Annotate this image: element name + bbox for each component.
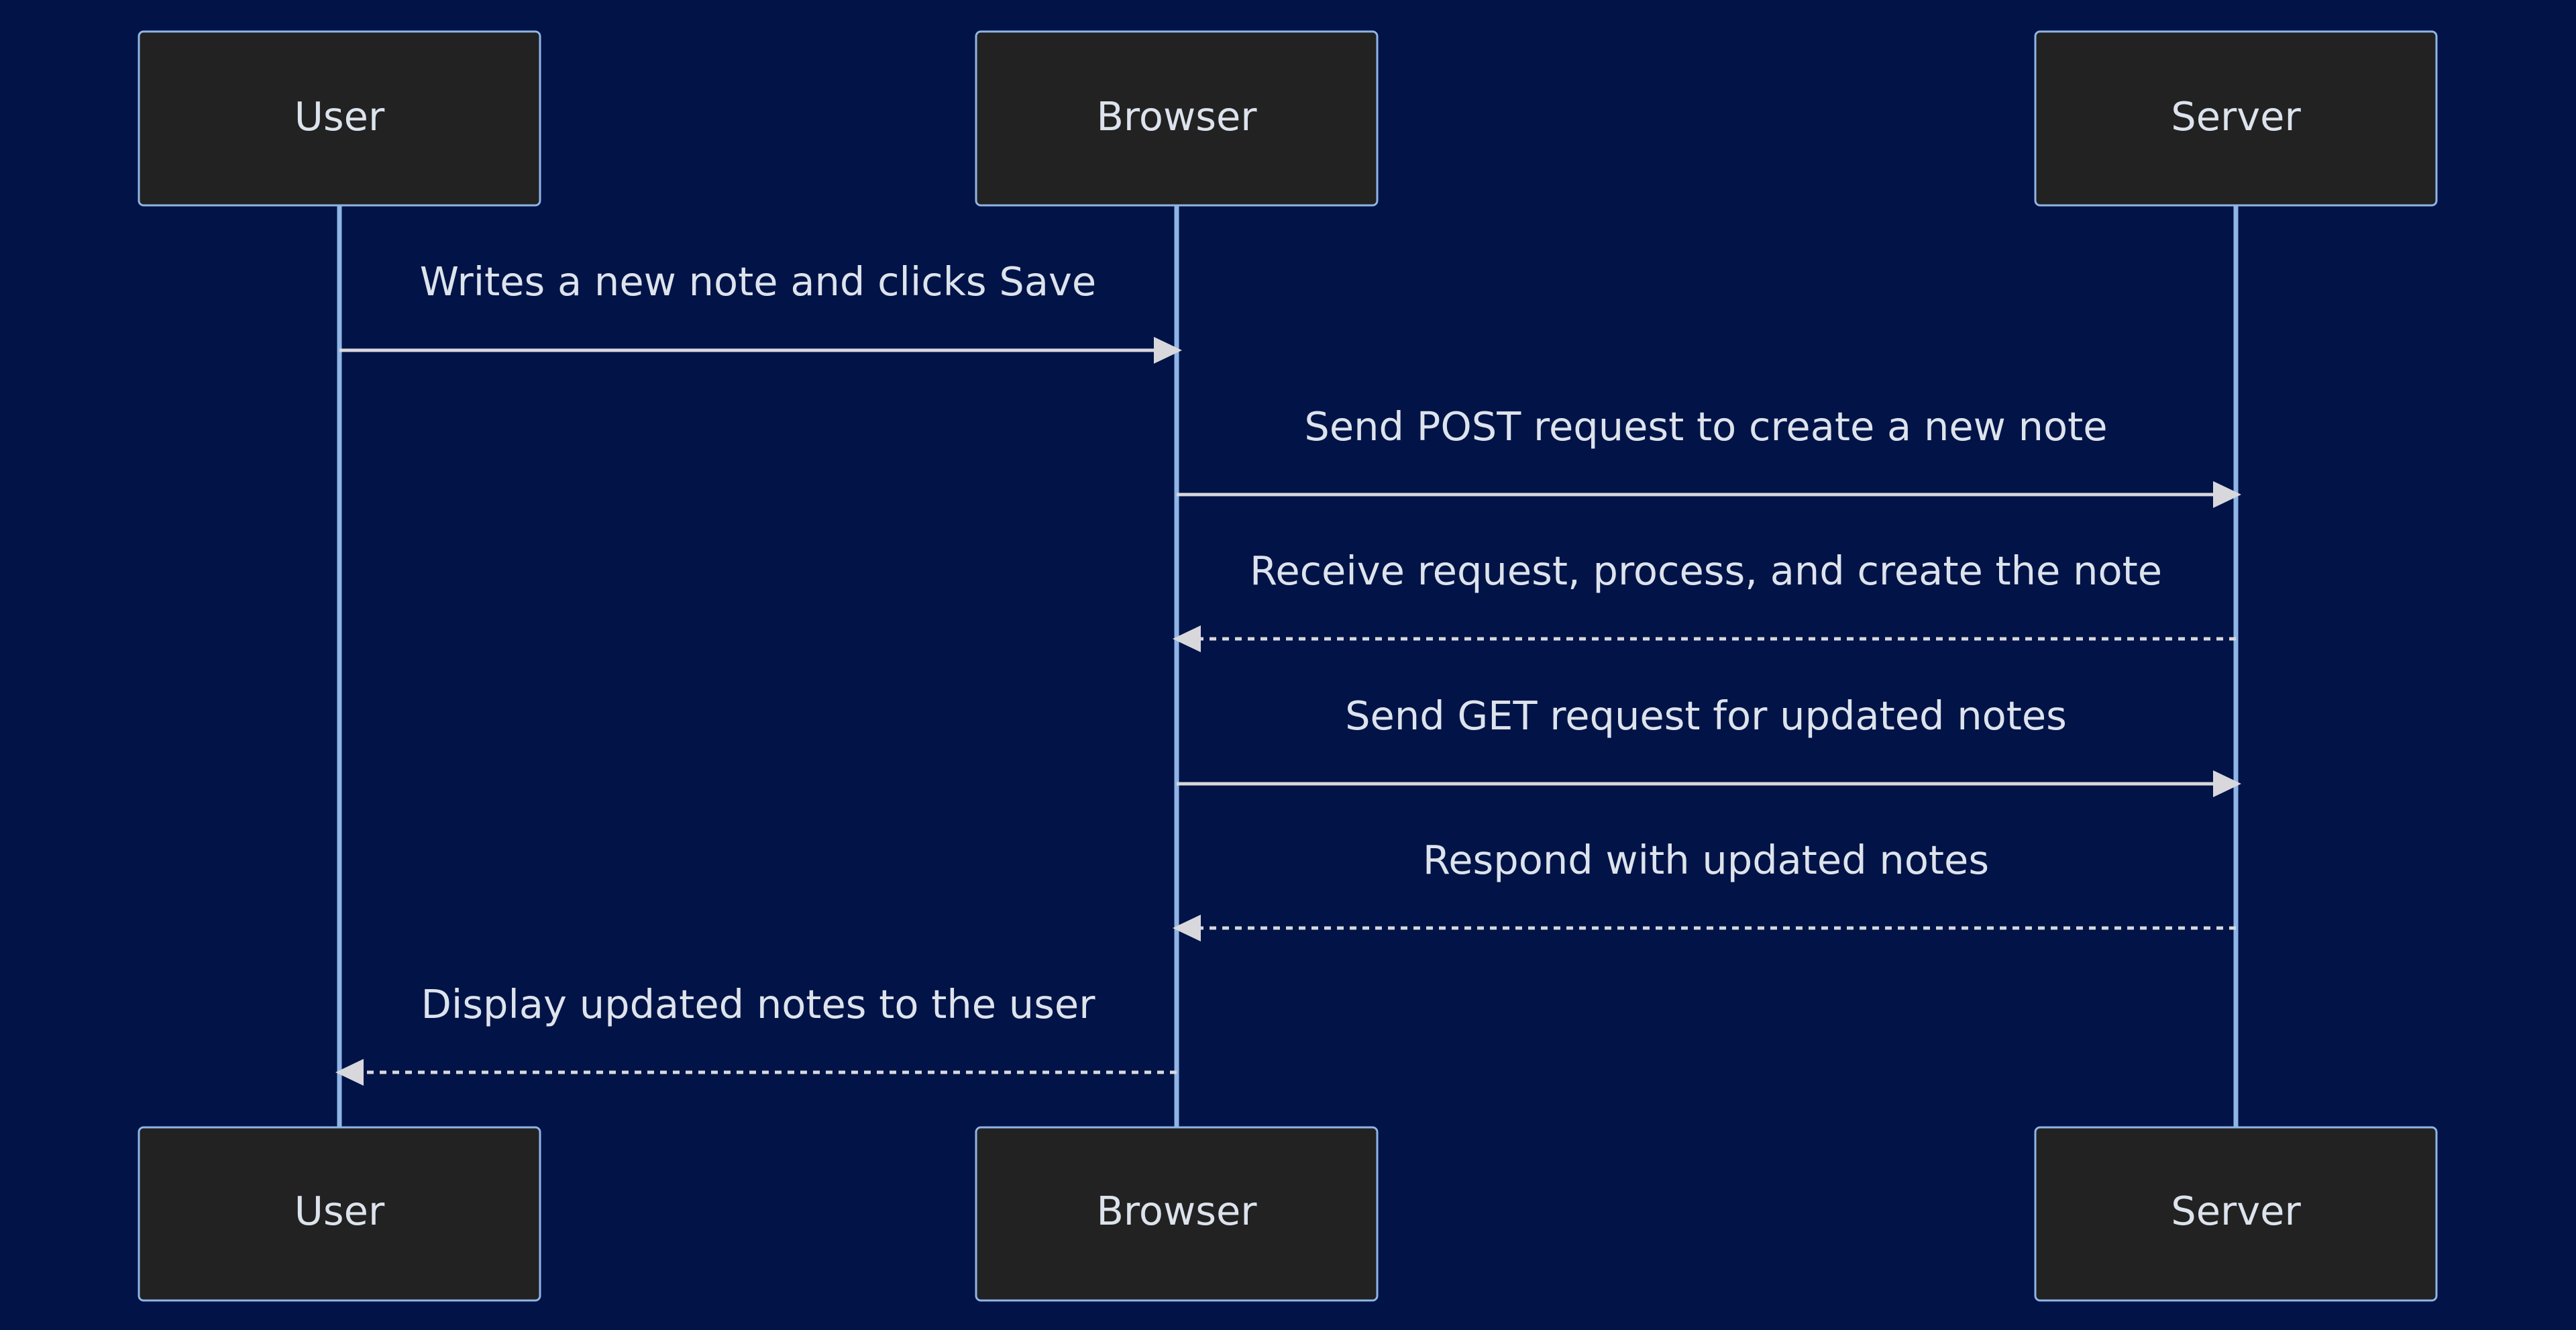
message-3-label: Receive request, process, and create the… xyxy=(1250,548,2162,594)
message-6-label: Display updated notes to the user xyxy=(421,981,1096,1027)
actor-server-bottom: Server xyxy=(2034,1126,2438,1302)
actor-browser-top-label: Browser xyxy=(1096,93,1257,140)
actor-browser-top: Browser xyxy=(975,30,1379,207)
actor-user-bottom: User xyxy=(138,1126,541,1302)
actor-user-top-label: User xyxy=(294,93,385,140)
message-1: Writes a new note and clicks Save xyxy=(339,258,1182,364)
message-2-arrowhead xyxy=(2213,481,2241,508)
message-6-arrowhead xyxy=(335,1059,364,1086)
message-1-label: Writes a new note and clicks Save xyxy=(420,258,1096,305)
message-5: Respond with updated notes xyxy=(1173,837,2236,941)
message-2-label: Send POST request to create a new note xyxy=(1304,403,2107,450)
message-3: Receive request, process, and create the… xyxy=(1173,548,2236,652)
message-2: Send POST request to create a new note xyxy=(1177,403,2241,508)
actor-browser-bottom-label: Browser xyxy=(1096,1188,1257,1234)
message-6: Display updated notes to the user xyxy=(335,981,1177,1086)
message-3-arrowhead xyxy=(1173,625,1201,652)
actor-browser-bottom: Browser xyxy=(975,1126,1379,1302)
message-1-arrowhead xyxy=(1154,337,1182,364)
message-4: Send GET request for updated notes xyxy=(1177,693,2241,797)
actor-user-bottom-label: User xyxy=(294,1188,385,1234)
actor-server-bottom-label: Server xyxy=(2171,1188,2301,1234)
actor-user-top: User xyxy=(138,30,541,207)
message-4-arrowhead xyxy=(2213,770,2241,797)
message-5-label: Respond with updated notes xyxy=(1423,837,1989,883)
message-5-arrowhead xyxy=(1173,915,1201,941)
actor-server-top-label: Server xyxy=(2171,93,2301,140)
actor-server-top: Server xyxy=(2034,30,2438,207)
message-4-label: Send GET request for updated notes xyxy=(1345,693,2067,739)
